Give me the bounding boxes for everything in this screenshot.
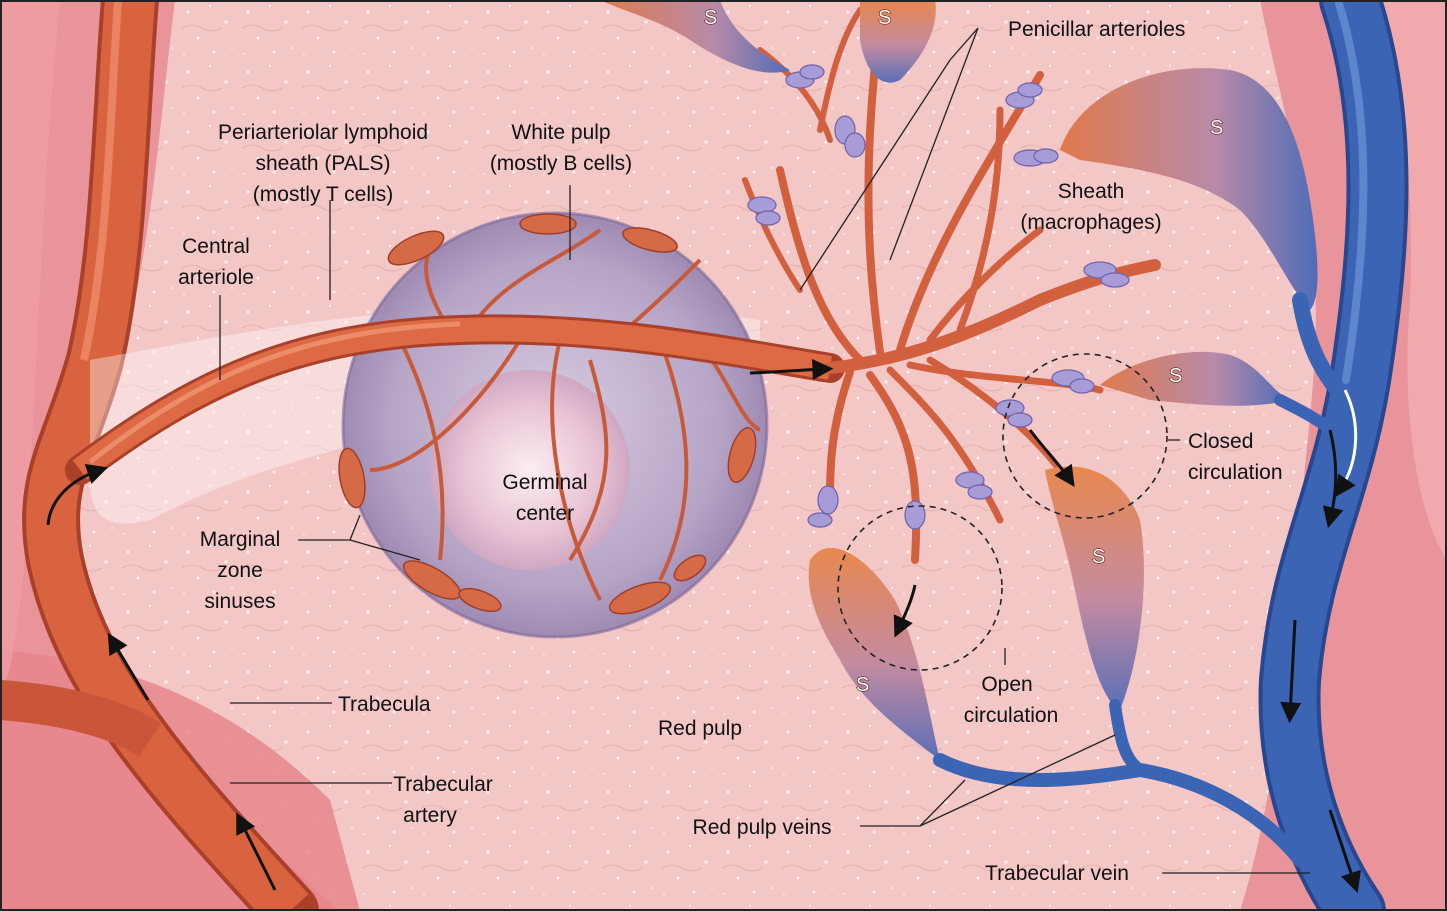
sinusoid-marker: S [704, 7, 717, 29]
pals-label-line1: Periarteriolar lymphoid [218, 121, 428, 144]
red-pulp-veins-label: Red pulp veins [693, 816, 832, 839]
pals-label-line2: sheath (PALS) [255, 152, 390, 175]
trabecular-artery-label-line1: Trabecular [393, 773, 493, 796]
germinal-center-label-line2: center [516, 502, 574, 525]
central-arteriole-label-line1: Central [182, 235, 250, 258]
marginal-zone-sinuses [338, 213, 757, 615]
venous-system [933, 0, 1409, 911]
penicillar-arterioles-label: Penicillar arterioles [1008, 18, 1185, 41]
germinal-center [430, 370, 630, 570]
open-circulation-label-line2: circulation [964, 704, 1059, 727]
sinusoid-marker: S [856, 674, 869, 696]
germinal-center-label-line1: Germinal [502, 471, 587, 494]
sheath-label-line2: (macrophages) [1020, 211, 1161, 234]
trabecular-artery [0, 0, 319, 911]
sinusoid-marker: S [1092, 546, 1105, 568]
open-circulation-circle [837, 505, 1003, 671]
open-circulation-label-line1: Open [981, 673, 1032, 696]
closed-circulation-circle [1002, 353, 1168, 519]
sinusoid-marker: S [1210, 117, 1223, 139]
sinusoid-marker: S [1169, 365, 1182, 387]
sinusoid-markers: S S S S S S [703, 6, 1224, 696]
pals-label-line3: (mostly T cells) [253, 183, 393, 206]
sinusoid-marker: S [878, 7, 891, 29]
sinusoids [600, 0, 1318, 760]
central-arteriole [65, 314, 845, 485]
white-pulp-label-line2: (mostly B cells) [490, 152, 632, 175]
leader-lines [219, 27, 1310, 874]
white-pulp-label-line1: White pulp [511, 121, 610, 144]
trabecular-vein-label: Trabecular vein [985, 862, 1129, 885]
marginal-zone-label-line1: Marginal [200, 528, 281, 551]
closed-circulation-label-line1: Closed [1188, 430, 1253, 453]
trabecular-artery-label-line2: artery [403, 804, 457, 827]
marginal-zone-label-line2: zone [217, 559, 263, 582]
follicle-capillaries [369, 228, 762, 601]
closed-circulation-label-line2: circulation [1188, 461, 1283, 484]
labels: Periarteriolar lymphoid sheath (PALS) (m… [178, 18, 1282, 885]
flow-arrows [46, 359, 1361, 893]
sheath-label-line1: Sheath [1058, 180, 1125, 203]
trabecula-label: Trabecula [338, 693, 431, 716]
central-arteriole-label-line2: arteriole [178, 266, 254, 289]
red-pulp-label: Red pulp [658, 717, 742, 740]
macrophage-sheaths [747, 64, 1130, 530]
marginal-zone-label-line3: sinuses [204, 590, 275, 613]
